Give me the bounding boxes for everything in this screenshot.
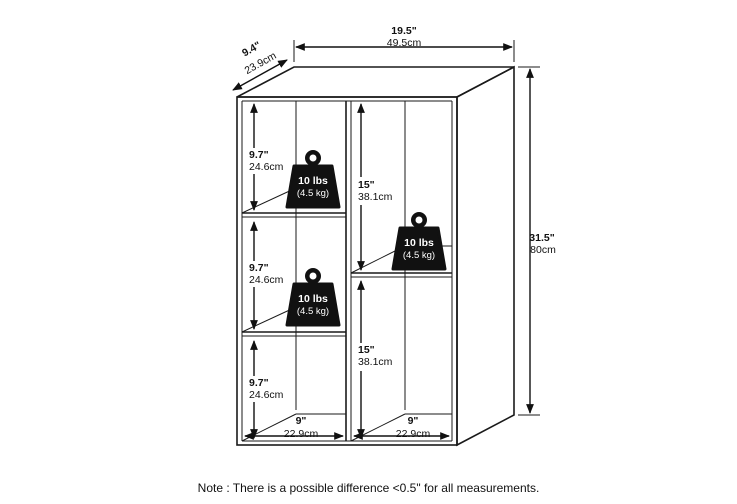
- weight-2-lbs: 10 lbs: [404, 237, 434, 249]
- right-cubby-2-in: 15": [358, 344, 375, 356]
- left-cubby-1-cm: 24.6cm: [249, 161, 284, 173]
- bottom-width-1-cm: 22.9cm: [284, 428, 319, 440]
- right-cubby-2-cm: 38.1cm: [358, 356, 393, 368]
- height-in-label: 31.5": [529, 232, 554, 244]
- right-cubby-dimensions: 15" 38.1cm 15" 38.1cm: [355, 103, 397, 439]
- width-cm-label: 49.5cm: [387, 37, 422, 49]
- weight-3-lbs: 10 lbs: [298, 293, 328, 305]
- bottom-width-2-in: 9": [408, 415, 419, 427]
- right-cubby-1-cm: 38.1cm: [358, 191, 393, 203]
- cabinet-top: [236, 66, 515, 98]
- weight-1-lbs: 10 lbs: [298, 175, 328, 187]
- weight-2-kg: (4.5 kg): [403, 250, 435, 261]
- left-cubby-2-in: 9.7": [249, 262, 269, 274]
- weight-1-kg: (4.5 kg): [297, 188, 329, 199]
- weight-3-kg: (4.5 kg): [297, 306, 329, 317]
- left-cubby-3-in: 9.7": [249, 377, 269, 389]
- left-cubby-2-cm: 24.6cm: [249, 274, 284, 286]
- width-dimension: 19.5" 49.5cm: [293, 25, 515, 62]
- left-cubby-1-in: 9.7": [249, 149, 269, 161]
- bottom-width-dimensions: 9" 22.9cm 9" 22.9cm: [244, 415, 450, 440]
- depth-dimension: 9.4" 23.9cm: [232, 39, 288, 91]
- bottom-width-2-cm: 22.9cm: [396, 428, 431, 440]
- cabinet-side: [456, 65, 515, 447]
- left-cubby-dimensions: 9.7" 24.6cm 9.7" 24.6cm 9.7" 24.6cm: [247, 103, 284, 439]
- width-in-label: 19.5": [391, 25, 416, 37]
- left-cubby-3-cm: 24.6cm: [249, 389, 284, 401]
- height-dimension: 31.5" 80cm: [518, 66, 556, 416]
- right-cubby-1-in: 15": [358, 179, 375, 191]
- bottom-width-1-in: 9": [296, 415, 307, 427]
- weight-icon: 10 lbs (4.5 kg): [391, 212, 447, 271]
- height-cm-label: 80cm: [530, 244, 556, 256]
- measurement-note: Note : There is a possible difference <0…: [197, 481, 540, 495]
- weight-icon: 10 lbs (4.5 kg): [285, 268, 341, 327]
- weight-icon: 10 lbs (4.5 kg): [285, 150, 341, 209]
